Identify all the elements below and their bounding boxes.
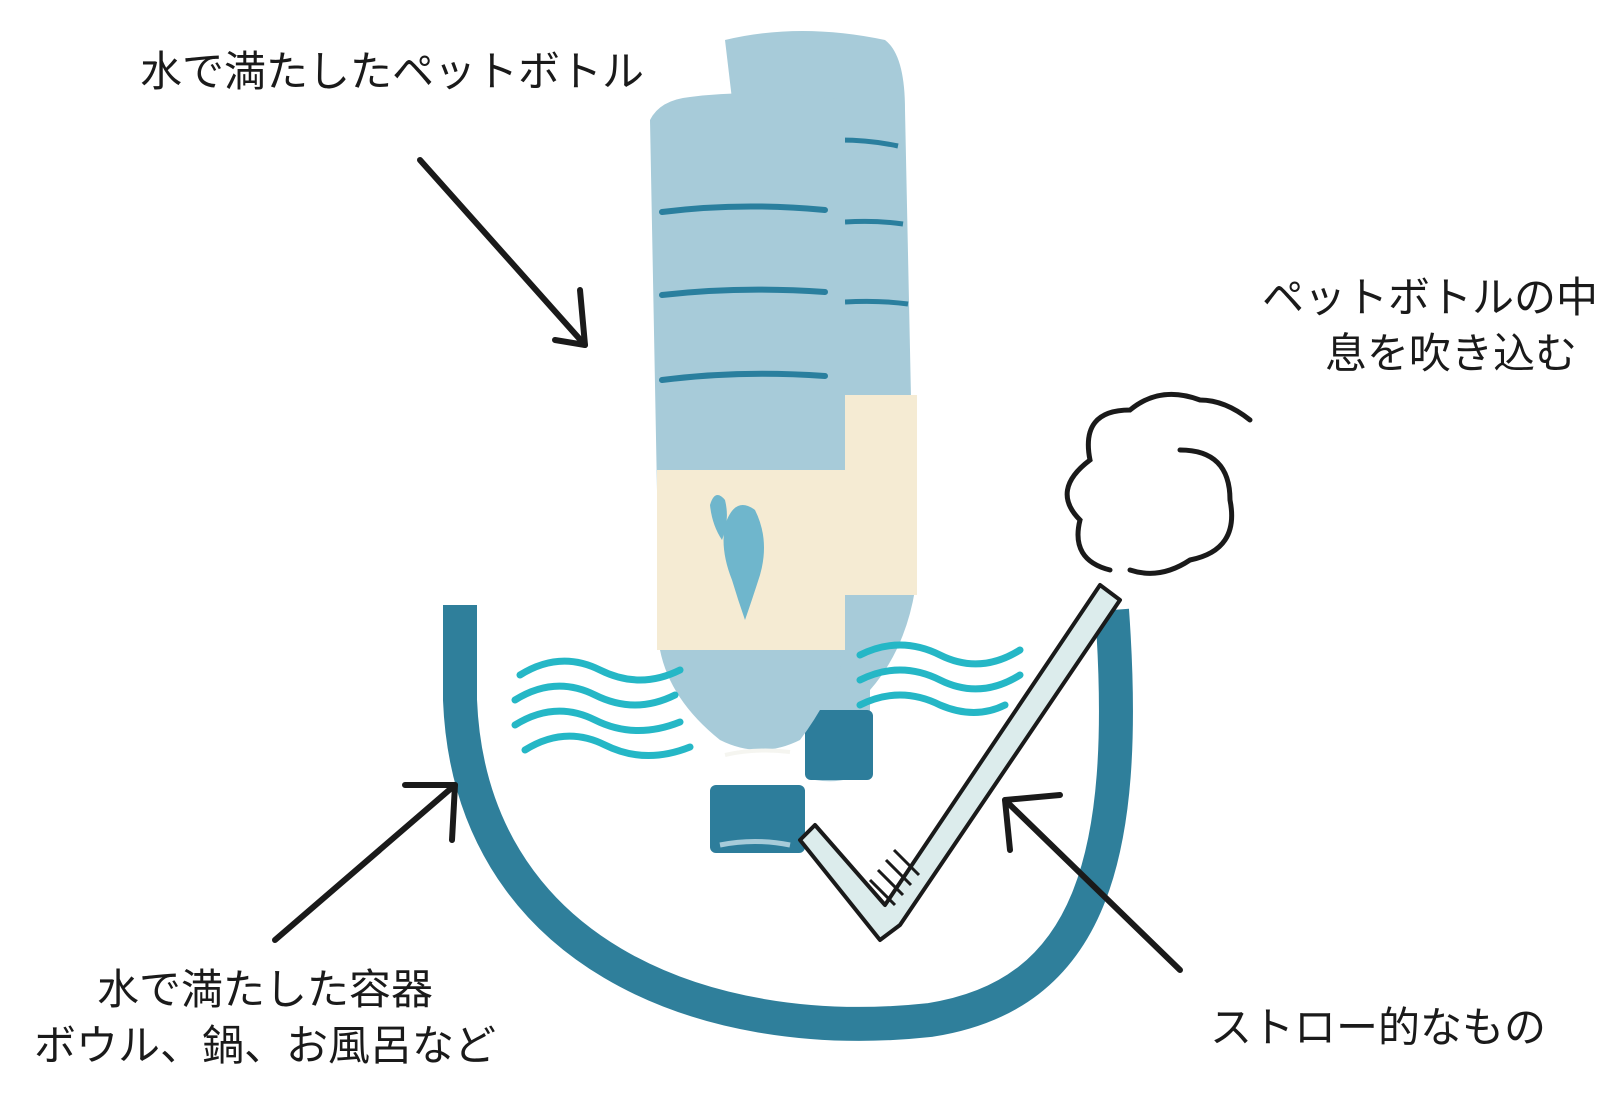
arrow-icon: [275, 785, 455, 940]
breath-cloud-icon: [1067, 394, 1250, 573]
container-label-line2: ボウル、鍋、お風呂など: [34, 1018, 496, 1074]
breath-label-line2: 息を吹き込む: [1262, 326, 1602, 382]
container-label-line1: 水で満たした容器: [34, 962, 496, 1018]
breath-label-line1: ペットボトルの中に: [1262, 270, 1602, 326]
container-label: 水で満たした容器 ボウル、鍋、お風呂など: [34, 962, 496, 1074]
arrow-icon: [420, 160, 585, 345]
bottle-label: 水で満たしたペットボトル: [140, 44, 644, 100]
straw-label: ストロー的なもの: [1210, 1000, 1546, 1056]
breath-label: ペットボトルの中に 息を吹き込む: [1262, 270, 1602, 382]
